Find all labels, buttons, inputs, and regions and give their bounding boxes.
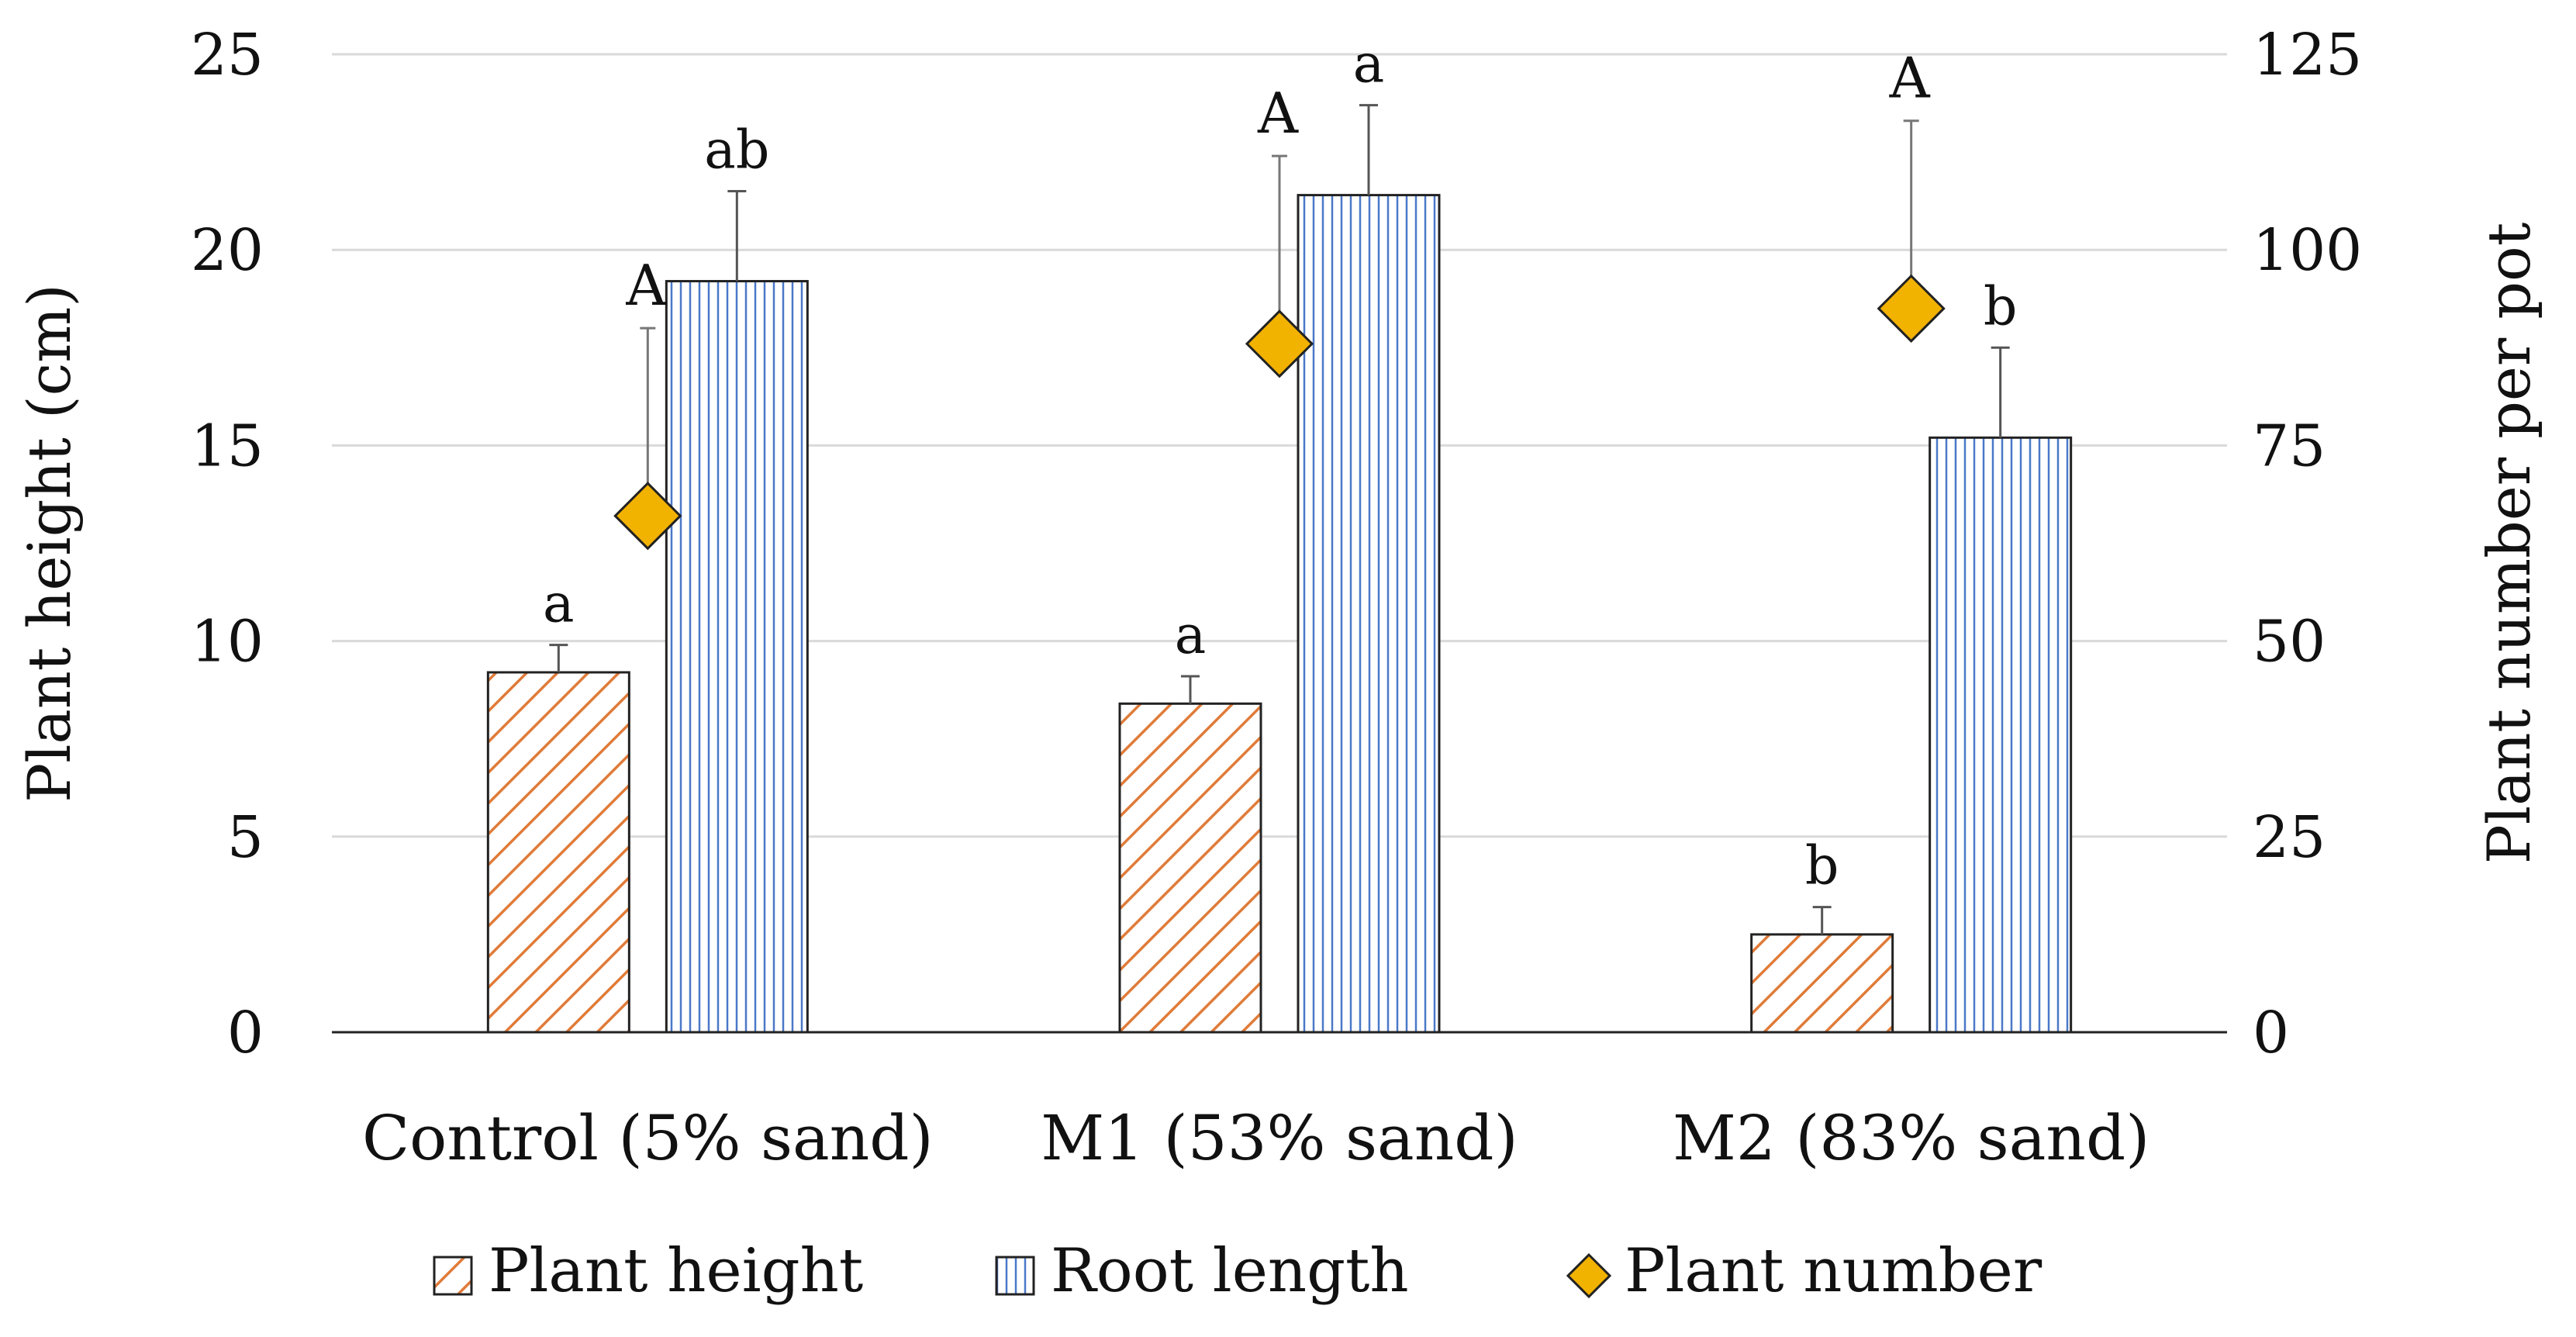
sig-label-plant-height-m2-83-sand: b	[1805, 836, 1839, 897]
bar-plant-height-m2-83-sand	[1750, 933, 1894, 1034]
left-tick-label-10: 10	[191, 609, 264, 675]
bar-plant-height-control-5-sand	[486, 671, 630, 1034]
marker-plant-number-m1-53-sand	[1245, 309, 1314, 378]
left-tick-label-0: 0	[227, 1000, 264, 1066]
legend-label-plant-height: Plant height	[489, 1236, 863, 1306]
sig-label-root-length-control-5-sand: ab	[704, 120, 769, 181]
sig-label-plant-number-control-5-sand: A	[625, 253, 667, 318]
sig-label-plant-number-m1-53-sand: A	[1257, 81, 1299, 146]
right-axis-title: Plant number per pot	[2474, 223, 2543, 865]
left-tick-label-20: 20	[191, 217, 264, 284]
bar-root-length-m1-53-sand	[1297, 194, 1441, 1034]
right-tick-label-75: 75	[2253, 413, 2326, 479]
right-tick-label-100: 100	[2253, 217, 2362, 284]
legend-label-root-length: Root length	[1051, 1236, 1409, 1306]
right-tick-label-0: 0	[2253, 1000, 2289, 1066]
right-tick-label-25: 25	[2253, 804, 2326, 871]
sig-label-root-length-m1-53-sand: a	[1353, 34, 1385, 95]
sig-label-plant-number-m2-83-sand: A	[1889, 46, 1931, 111]
legend-swatch-root-length	[995, 1256, 1035, 1296]
left-tick-label-25: 25	[191, 22, 264, 88]
bars	[486, 104, 2073, 1034]
category-label-m2-83-sand: M2 (83% sand)	[1673, 1102, 2150, 1174]
legend-swatch-plant-number	[1566, 1252, 1612, 1299]
bar-root-length-m2-83-sand	[1929, 436, 2073, 1034]
category-label-control-5-sand: Control (5% sand)	[362, 1102, 934, 1174]
bar-root-length-control-5-sand	[665, 280, 809, 1034]
legend-swatch-plant-height	[433, 1256, 473, 1296]
right-tick-label-125: 125	[2253, 22, 2362, 88]
sig-label-plant-height-control-5-sand: a	[543, 574, 575, 635]
legend: Plant height Root length Plant number	[433, 1236, 2042, 1306]
bar-plant-height-m1-53-sand	[1118, 702, 1262, 1034]
legend-label-plant-number: Plant number	[1625, 1236, 2042, 1306]
category-label-m1-53-sand: M1 (53% sand)	[1041, 1102, 1518, 1174]
sig-label-root-length-m2-83-sand: b	[1984, 276, 2018, 337]
sig-label-plant-height-m1-53-sand: a	[1175, 605, 1207, 666]
right-tick-label-50: 50	[2253, 609, 2326, 675]
marker-plant-number-m2-83-sand	[1877, 274, 1946, 343]
plant-number-markers	[613, 119, 1946, 551]
left-axis-title: Plant height (cm)	[15, 284, 84, 803]
left-tick-label-15: 15	[191, 413, 264, 479]
marker-plant-number-control-5-sand	[613, 482, 682, 551]
left-tick-label-5: 5	[227, 804, 264, 871]
